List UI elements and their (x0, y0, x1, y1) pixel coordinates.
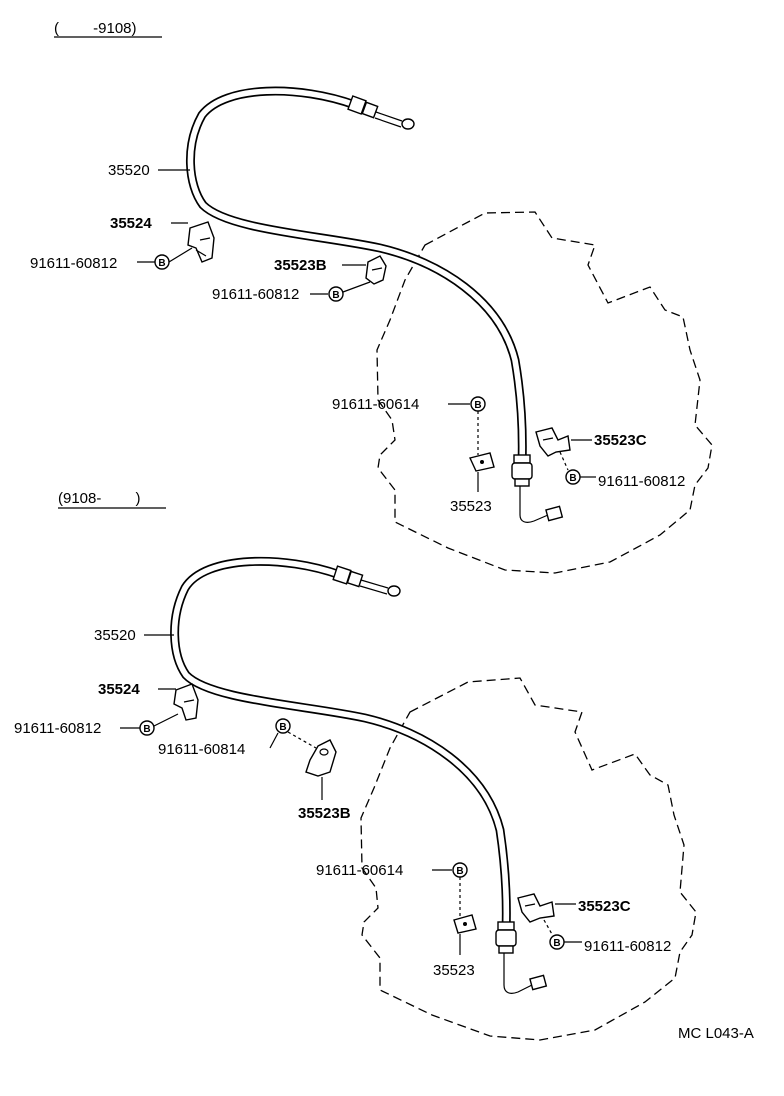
plate-35523 (469, 452, 495, 472)
label-bracket-b-bolt: 91611-60814 (158, 741, 245, 758)
bolt-badge-icon: B (549, 934, 565, 950)
label-plate: 35523 (450, 498, 492, 515)
bracket-35523c (517, 893, 555, 923)
bolt-badge-icon: B (328, 286, 344, 302)
svg-text:B: B (474, 400, 481, 411)
bolt-badge-icon: B (139, 720, 155, 736)
label-clamp: 35524 (110, 215, 152, 232)
label-bracket-c-bolt: 91611-60812 (598, 473, 685, 490)
cable-lower-end (495, 921, 548, 994)
section-post-9108: (9108- ) 35520 35524 91611-60 (14, 490, 697, 1041)
label-cable: 35520 (108, 162, 150, 179)
svg-text:B: B (569, 473, 576, 484)
section-range-label: (9108- ) (58, 490, 141, 507)
label-bracket-b: 35523B (274, 257, 327, 274)
bolt-badge-icon: B (565, 469, 581, 485)
figure-code: MC L043-A (678, 1025, 754, 1042)
bolt-badge-icon: B (275, 718, 291, 734)
svg-text:B: B (332, 290, 339, 301)
bolt-badge-icon: B (470, 396, 486, 412)
bracket-35523b (305, 739, 337, 777)
transmission-outline (360, 677, 697, 1041)
cable-inner (171, 558, 510, 933)
cable-lower-end (511, 454, 564, 523)
bracket-35523c (535, 427, 571, 457)
bracket-35523b (365, 255, 387, 285)
label-plate: 35523 (433, 962, 475, 979)
label-bracket-c-bolt: 91611-60812 (584, 938, 671, 955)
section-pre-9108: ( -9108) 35524 91611-60812 (30, 20, 713, 574)
transmission-outline (376, 211, 713, 574)
label-bracket-b: 35523B (298, 805, 351, 822)
svg-text:B: B (279, 722, 286, 733)
clamp-35524 (187, 221, 215, 263)
bolt-badge-icon: B (452, 862, 468, 878)
label-bracket-c: 35523C (594, 432, 647, 449)
svg-text:B: B (143, 724, 150, 735)
label-bracket-b-bolt: 91611-60812 (212, 286, 299, 303)
label-plate-bolt: 91611-60614 (332, 396, 419, 413)
clamp-35524 (173, 683, 199, 721)
svg-text:B: B (158, 258, 165, 269)
svg-text:B: B (553, 938, 560, 949)
cable-end-fitting (347, 95, 415, 130)
cable-inner (187, 88, 526, 466)
label-bracket-c: 35523C (578, 898, 631, 915)
label-clamp: 35524 (98, 681, 140, 698)
label-clamp-bolt: 91611-60812 (30, 255, 117, 272)
label-plate-bolt: 91611-60614 (316, 862, 403, 879)
svg-text:B: B (456, 866, 463, 877)
cable-end-fitting (332, 565, 401, 597)
plate-35523 (453, 914, 477, 934)
section-range-label: ( -9108) (54, 20, 137, 37)
label-clamp-bolt: 91611-60812 (14, 720, 101, 737)
bolt-badge-icon: B (154, 254, 170, 270)
label-cable: 35520 (94, 627, 136, 644)
